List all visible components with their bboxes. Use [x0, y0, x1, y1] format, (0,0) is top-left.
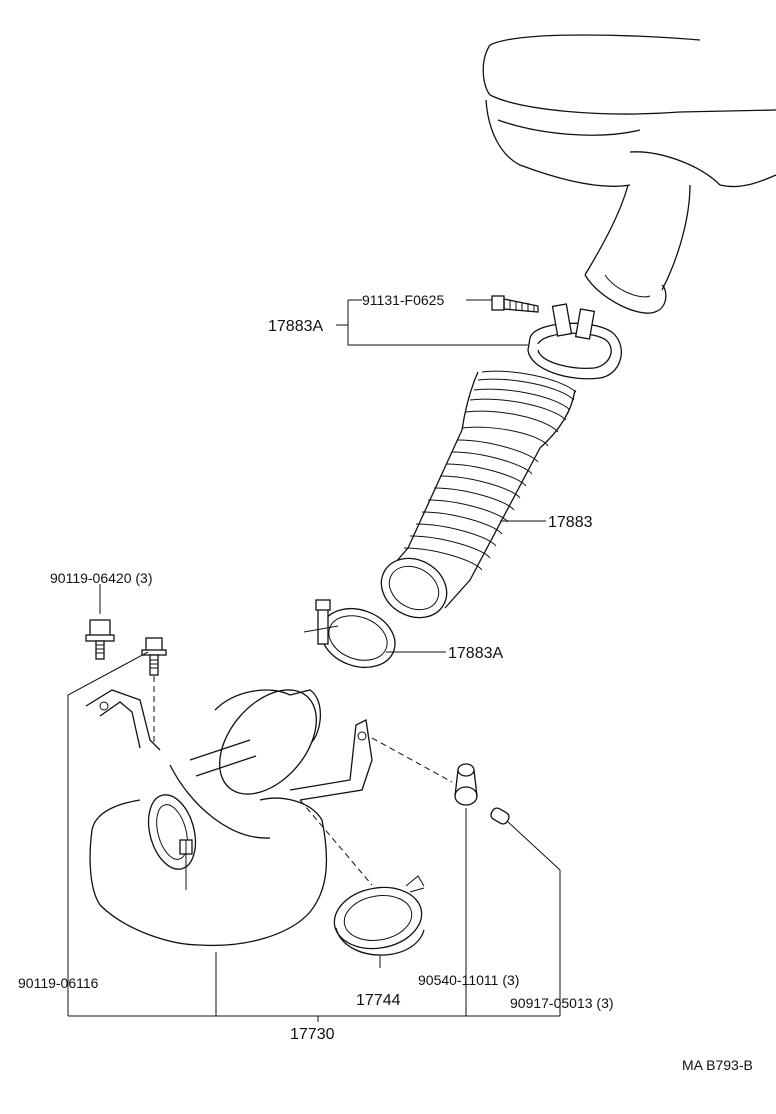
- collar: [490, 807, 510, 825]
- label-hose: 17883: [548, 514, 593, 531]
- intake-hose: [380, 370, 577, 619]
- label-bolt-bracket: 90119-06116: [18, 975, 99, 991]
- label-bolt-upper: 91131-F0625: [362, 292, 444, 308]
- label-band-clamp: 17744: [356, 992, 401, 1009]
- label-assembly: 17730: [290, 1026, 335, 1043]
- label-clamp-lower: 17883A: [448, 645, 503, 662]
- diagram-code: MA B793-B: [682, 1057, 753, 1073]
- air-flow-assembly: [85, 689, 373, 947]
- bracket-bolt: [141, 637, 167, 676]
- upper-clamp: [491, 295, 622, 380]
- label-grommet: 90540-11011 (3): [418, 972, 519, 988]
- grommet: [454, 763, 478, 806]
- left-bolt: [85, 619, 115, 660]
- label-clamp-upper: 17883A: [268, 318, 323, 335]
- label-bolt-left: 90119-06420 (3): [50, 570, 152, 586]
- lower-clamp: [303, 599, 396, 668]
- label-collar: 90917-05013 (3): [510, 995, 614, 1011]
- leader-lines: [67, 299, 561, 1022]
- band-clamp: [333, 875, 425, 956]
- air-cleaner-outline: [482, 34, 776, 314]
